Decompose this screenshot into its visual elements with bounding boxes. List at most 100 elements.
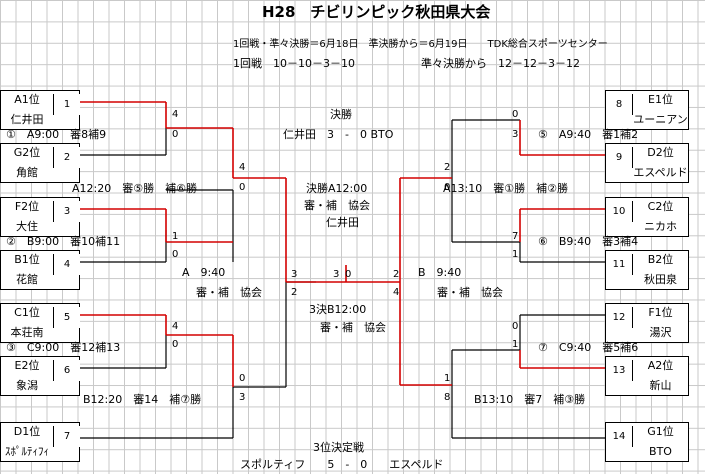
score: 1 [512, 249, 519, 260]
team-name: BTO [649, 445, 672, 458]
team-seed: F2位 [14, 200, 40, 213]
team-seed: C2位 [647, 200, 674, 213]
team-number: 14 [606, 426, 633, 447]
team-name: 本荘南 [10, 326, 44, 339]
score: 0 [172, 249, 179, 260]
team-name: 大住 [16, 220, 38, 233]
semifinal-b-time: B 9:40 [418, 266, 462, 279]
team-name: ユーニアン [633, 113, 688, 126]
score: 2 [291, 287, 298, 298]
team-number: 6 [53, 360, 80, 381]
score: 3 [333, 269, 340, 280]
team-box-f2: F2位 大住 3 [0, 197, 80, 237]
match-2-info: ② B9:00 審10補11 [6, 235, 121, 248]
schedule-dates: 1回戦・準々決勝＝6月18日 準決勝から＝6月19日 TDK総合スポーツセンター [233, 39, 608, 50]
final-result: 仁井田 3 - 0 BTO [283, 128, 394, 141]
match-7-info: ⑦ C9:40 審5補6 [538, 341, 639, 354]
qf-scores: 準々決勝から 12－12－3－12 [421, 57, 580, 70]
team-name: 湯沢 [649, 326, 672, 339]
round1-scores: 1回戦 10－10－3－10 [233, 57, 355, 70]
team-seed: G1位 [647, 425, 674, 438]
third-place-title: 3位決定戦 [313, 441, 364, 454]
team-number: 5 [53, 307, 80, 328]
team-number: 11 [606, 254, 633, 275]
score: 0 [444, 182, 451, 193]
team-seed: D2位 [647, 146, 674, 159]
score: 1 [512, 339, 519, 350]
team-number: 9 [606, 147, 633, 168]
score: 4 [239, 162, 246, 173]
page-title: H28 チビリンピック秋田県大会 [262, 3, 491, 21]
team-seed: E2位 [14, 359, 40, 372]
score: 2 [444, 162, 451, 173]
champion-name: 仁井田 [326, 216, 359, 229]
team-box-c2: 10 C2位 ニカホ [605, 197, 689, 237]
team-name: ｽﾎﾟﾙﾃｨﾌｨ [5, 445, 49, 458]
match-5-info: ⑤ A9:40 審1補2 [538, 128, 639, 141]
score: 2 [393, 269, 400, 280]
score: 4 [172, 321, 179, 332]
team-seed: G2位 [13, 146, 41, 159]
team-box-a2: 13 A2位 新山 [605, 356, 689, 396]
final-title: 決勝 [330, 108, 352, 121]
score: 7 [512, 231, 519, 242]
match-3-info: ③ C9:00 審12補13 [6, 341, 121, 354]
score: 0 [512, 109, 519, 120]
team-seed: D1位 [13, 425, 41, 438]
team-number: 8 [606, 94, 633, 115]
final-ref: 審・補 協会 [304, 199, 370, 212]
team-name: 仁井田 [10, 113, 44, 126]
team-seed: F1位 [648, 306, 673, 319]
score: 0 [512, 321, 519, 332]
score: 1 [172, 231, 179, 242]
score: 0 [239, 373, 246, 384]
score: 4 [393, 287, 400, 298]
team-name: 角館 [16, 166, 38, 179]
team-seed: C1位 [14, 306, 40, 319]
team-seed: B1位 [14, 253, 40, 266]
score: 0 [239, 182, 246, 193]
team-box-d2: 9 D2位 エスペルド [605, 143, 689, 183]
match-6-info: ⑥ B9:40 審3補4 [538, 235, 639, 248]
score: 3 [291, 269, 298, 280]
team-box-g2: G2位 角館 2 [0, 143, 80, 183]
third-place-result: スポルティフ 5 - 0 エスペルド [240, 458, 444, 471]
team-number: 13 [606, 360, 633, 381]
score: 1 [444, 373, 451, 384]
team-seed: B2位 [647, 253, 674, 266]
team-name: 秋田泉 [644, 273, 677, 286]
score: 0 [345, 269, 352, 280]
team-box-c1: C1位 本荘南 5 [0, 303, 80, 343]
team-box-e1: 8 E1位 ユーニアン [605, 90, 689, 130]
semifinal-b-ref: 審・補 協会 [437, 286, 503, 299]
team-box-d1: D1位 ｽﾎﾟﾙﾃｨﾌｨ 7 [0, 422, 80, 462]
third-place-time: 3決B12:00 [309, 303, 367, 316]
score: 3 [239, 392, 246, 403]
team-box-e2: E2位 象潟 6 [0, 356, 80, 396]
score: 4 [172, 109, 179, 120]
team-number: 1 [53, 94, 80, 115]
team-name: 花館 [16, 273, 38, 286]
team-name: 新山 [649, 379, 672, 392]
final-time: 決勝A12:00 [306, 182, 368, 195]
team-number: 10 [606, 201, 633, 222]
score: 8 [444, 392, 451, 403]
team-name: ニカホ [644, 220, 677, 233]
match-a1310-info: A13:10 審①勝 補②勝 [443, 182, 568, 195]
match-b1310-info: B13:10 審7 補③勝 [474, 393, 586, 406]
team-number: 7 [53, 426, 80, 447]
team-box-f1: 12 F1位 湯沢 [605, 303, 689, 343]
team-seed: A2位 [647, 359, 674, 372]
score: 3 [512, 129, 519, 140]
score: 0 [172, 129, 179, 140]
team-seed: A1位 [14, 93, 40, 106]
team-box-b2: 11 B2位 秋田泉 [605, 250, 689, 290]
team-box-a1: A1位 仁井田 1 [0, 90, 80, 130]
team-name: 象潟 [16, 379, 38, 392]
team-number: 2 [53, 147, 80, 168]
match-1-info: ① A9:00 審8補9 [6, 128, 107, 141]
match-a1220-info: A12:20 審⑤勝 補⑥勝 [72, 182, 197, 195]
third-place-ref: 審・補 協会 [320, 321, 386, 334]
team-seed: E1位 [648, 93, 673, 106]
